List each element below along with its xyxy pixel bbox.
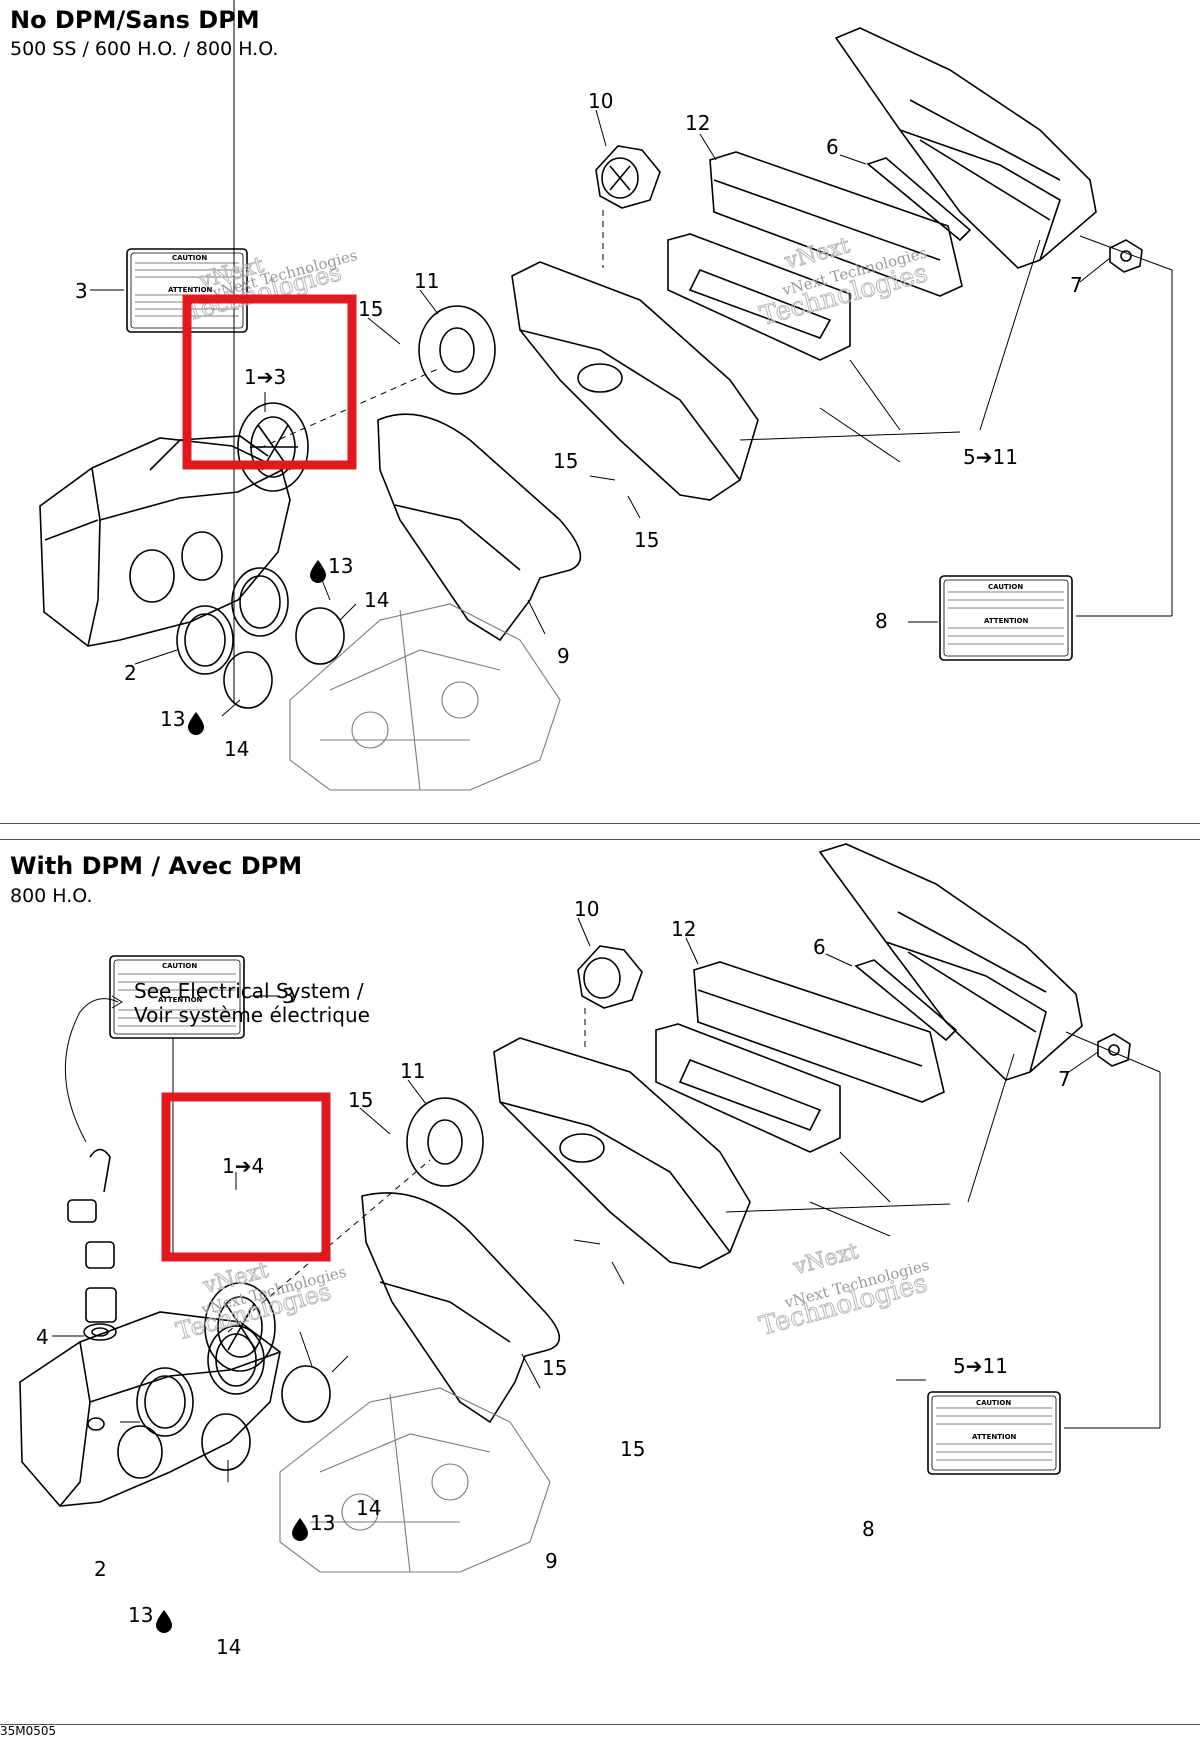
callout-2: 2	[124, 661, 137, 685]
rubber-ring-part	[418, 305, 496, 395]
exploded-view-drawing: vNext Technologies vNext Technologies vN…	[19, 843, 1161, 1659]
diagram-panel-no-dpm: No DPM/Sans DPM 500 SS / 600 H.O. / 800 …	[0, 0, 1200, 823]
callout-15-c: 15	[634, 528, 659, 552]
card-attention-text-2: ATTENTION	[984, 617, 1029, 625]
silencer-body-part	[511, 261, 759, 501]
callout-15-a: 15	[358, 297, 383, 321]
callout-3: 3	[282, 984, 295, 1008]
lubricant-drop-icon	[310, 560, 326, 583]
nut-part	[1097, 1033, 1131, 1067]
callout-14-b: 14	[216, 1635, 241, 1659]
highlight-label: 1➔3	[244, 365, 286, 389]
intake-funnel-part	[237, 402, 309, 492]
section-subtitle: 800 H.O.	[10, 885, 93, 907]
intake-sleeves-part	[176, 567, 345, 709]
engine-outline	[279, 1387, 551, 1573]
svg-text:vNext: vNext	[790, 1239, 861, 1281]
footer-divider	[0, 1724, 1200, 1725]
section-divider	[0, 839, 1200, 840]
watermark-group: vNext Technologies vNext Technologies	[183, 246, 359, 327]
intake-sleeves-part	[136, 1325, 331, 1471]
lubricant-drop-icon	[188, 712, 204, 735]
callout-4: 4	[36, 1325, 49, 1349]
callout-12: 12	[685, 111, 710, 135]
callout-10: 8	[862, 1517, 875, 1541]
foam-part	[693, 961, 945, 1103]
callout-14-a: 14	[356, 1496, 381, 1520]
callout-10: 8	[875, 609, 888, 633]
callout-15-b: 15	[542, 1356, 567, 1380]
callout-9: 11	[414, 269, 439, 293]
nut-part	[1109, 239, 1143, 273]
highlight-box	[182, 294, 357, 470]
callout-13-b: 13	[160, 707, 185, 731]
engine-outline	[289, 603, 561, 791]
caution-label-part-2	[927, 1391, 1061, 1475]
filter-tray-part	[655, 1023, 841, 1153]
callout-15-a: 15	[348, 1088, 373, 1112]
callout-11: 9	[557, 644, 570, 668]
upper-cover-part	[834, 27, 1097, 269]
callout-6: 6	[813, 935, 826, 959]
card-attention-text: ATTENTION	[158, 996, 203, 1004]
callout-15-c: 15	[620, 1437, 645, 1461]
section-title: No DPM/Sans DPM	[10, 6, 260, 34]
reference-code: 35M0505	[0, 1724, 57, 1738]
valve-part	[595, 145, 661, 209]
lower-cover-part	[361, 1192, 561, 1424]
callout-7: 7	[1070, 273, 1083, 297]
highlight-label: 1➔4	[222, 1154, 264, 1178]
exploded-view-drawing: vNext Technologies vNext Technologies vN…	[39, 0, 1173, 791]
card-caution-text: CAUTION	[172, 254, 207, 262]
card-caution-text: CAUTION	[162, 962, 197, 970]
valve-part	[577, 945, 643, 1009]
callout-13-a: 13	[310, 1511, 335, 1535]
callout-12: 12	[671, 917, 696, 941]
seal-strip-part	[854, 959, 958, 1042]
callout-14-a: 14	[364, 588, 389, 612]
section-subtitle: 500 SS / 600 H.O. / 800 H.O.	[10, 38, 279, 60]
callout-2: 2	[94, 1557, 107, 1581]
callout-8: 10	[574, 897, 599, 921]
diagram-panel-with-dpm: With DPM / Avec DPM 800 H.O. See Electri…	[0, 842, 1200, 1720]
foam-part	[709, 151, 963, 297]
air-silencer-base-part	[39, 435, 291, 647]
section-divider	[0, 823, 1200, 824]
watermark-group-2: vNext Technologies vNext Technologies	[756, 233, 931, 332]
card-caution-text-2: CAUTION	[988, 583, 1023, 591]
caution-label-part-2	[939, 575, 1073, 661]
card-attention-text-2: ATTENTION	[972, 1433, 1017, 1441]
dpm-components-part	[67, 1148, 117, 1341]
seal-strip-part	[866, 157, 972, 242]
rubber-ring-part	[406, 1097, 484, 1187]
callout-11: 9	[545, 1549, 558, 1573]
callout-9: 11	[400, 1059, 425, 1083]
electrical-system-note: See Electrical System / Voir système éle…	[134, 979, 370, 1027]
upper-cover-part	[818, 843, 1083, 1081]
callout-13-a: 13	[328, 554, 353, 578]
card-attention-text: ATTENTION	[168, 286, 213, 294]
lower-cover-part	[377, 413, 582, 642]
watermark-group-4: vNext Technologies vNext Technologies	[756, 1238, 931, 1342]
filter-tray-part	[667, 233, 851, 361]
callout-15-b: 15	[553, 449, 578, 473]
callout-7: 7	[1058, 1067, 1071, 1091]
callout-14-b: 14	[224, 737, 249, 761]
callout-3: 3	[75, 279, 88, 303]
callout-6: 6	[826, 135, 839, 159]
section-title: With DPM / Avec DPM	[10, 852, 303, 880]
lubricant-drop-icon	[156, 1610, 172, 1633]
callout-5-11: 5➔11	[953, 1354, 1008, 1378]
callout-13-b: 13	[128, 1603, 153, 1627]
air-silencer-base-part	[19, 1311, 281, 1507]
caution-label-part	[109, 955, 245, 1039]
callout-8: 10	[588, 89, 613, 113]
silencer-body-part	[493, 1037, 751, 1269]
highlight-box	[161, 1092, 331, 1262]
card-caution-text-2: CAUTION	[976, 1399, 1011, 1407]
callout-5-11: 5➔11	[963, 445, 1018, 469]
lubricant-drop-icon	[292, 1518, 308, 1541]
